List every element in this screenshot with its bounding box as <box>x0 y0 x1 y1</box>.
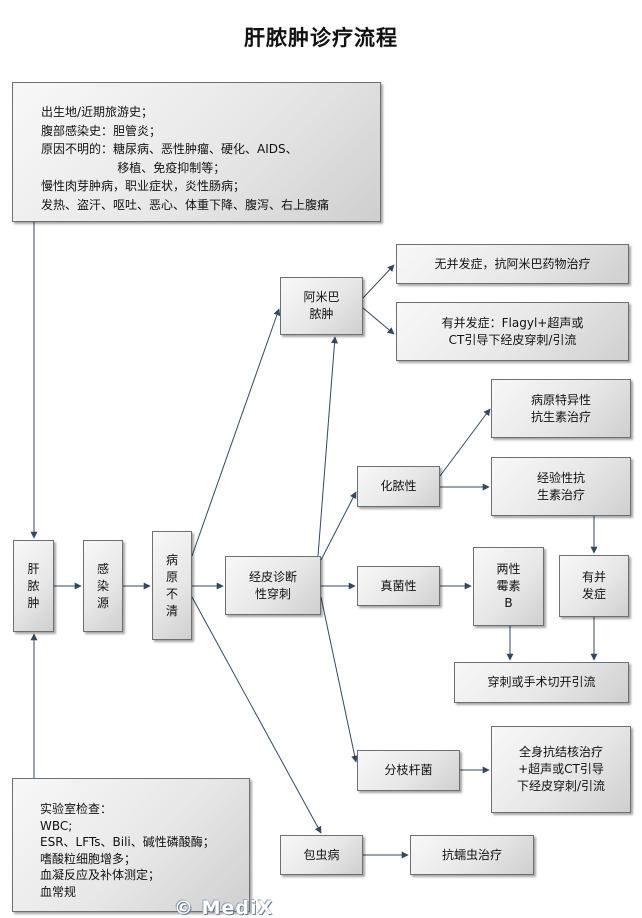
no-complication-node: 无并发症，抗阿米巴药物治疗 <box>396 244 629 284</box>
mycobacteria-node: 分枝杆菌 <box>357 750 460 791</box>
edge-percutaneous-to-myco <box>320 596 359 763</box>
anti-helminth-node: 抗蠕虫治疗 <box>410 835 534 875</box>
amphotericin-b-label: 两性 霉素 B <box>496 562 521 610</box>
edge-amoebic-to-withcomp <box>362 307 395 335</box>
pyogenic-label: 化脓性 <box>380 479 417 493</box>
edge-unknown-to-hydatid <box>191 596 322 834</box>
infection-source-label: 感 染 源 <box>96 561 109 610</box>
edge-unknown-to-amoebic <box>191 308 281 557</box>
liver-abscess-label: 肝 脓 肿 <box>27 561 40 610</box>
anti-tuberculosis-label: 全身抗结核治疗 +超声或CT引导 下经皮穿刺/引流 <box>516 745 606 793</box>
empirical-antibiotics-label: 经验性抗 生素治疗 <box>536 470 585 502</box>
history-info-text: 出生地/近期旅游史； 腹部感染史：胆管炎； 原因不明的：糖尿病、恶性肿瘤、硬化、… <box>41 105 330 212</box>
liver-abscess-node: 肝 脓 肿 <box>13 540 54 632</box>
drainage-node: 穿刺或手术切开引流 <box>454 662 629 703</box>
unknown-cause-label: 病 原 不 清 <box>165 552 178 618</box>
fungal-node: 真菌性 <box>357 566 440 606</box>
with-complication-node: 有并发症：Flagyl+超声或 CT引导下经皮穿刺/引流 <box>396 302 629 361</box>
no-complication-label: 无并发症，抗阿米巴药物治疗 <box>434 256 591 271</box>
amphotericin-b-node: 两性 霉素 B <box>473 547 544 626</box>
empirical-antibiotics-node: 经验性抗 生素治疗 <box>491 457 631 516</box>
edge-pyogenic-to-pathogen <box>439 408 491 477</box>
lab-tests-box: 实验室检查： WBC; ESR、LFTs、Bili、碱性磷酸酶； 嗜酸粒细胞增多… <box>12 778 250 912</box>
with-complication-label: 有并发症：Flagyl+超声或 CT引导下经皮穿刺/引流 <box>441 315 584 347</box>
amoebic-abscess-node: 阿米巴 脓肿 <box>280 277 363 335</box>
history-info-box: 出生地/近期旅游史； 腹部感染史：胆管炎； 原因不明的：糖尿病、恶性肿瘤、硬化、… <box>12 82 381 222</box>
mycobacteria-label: 分枝杆菌 <box>384 763 433 777</box>
infection-source-node: 感 染 源 <box>83 540 123 632</box>
edge-percutaneous-to-pyogenic <box>320 491 357 561</box>
diagram-title: 肝脓肿诊疗流程 <box>244 26 398 50</box>
drainage-label: 穿刺或手术切开引流 <box>487 675 596 689</box>
watermark-logo: © MediX <box>174 897 274 918</box>
anti-helminth-label: 抗蠕虫治疗 <box>441 847 502 862</box>
unknown-cause-node: 病 原 不 清 <box>152 531 192 640</box>
amoebic-abscess-label: 阿米巴 脓肿 <box>303 290 340 321</box>
pyogenic-node: 化脓性 <box>357 466 440 507</box>
anti-tuberculosis-node: 全身抗结核治疗 +超声或CT引导 下经皮穿刺/引流 <box>491 726 631 813</box>
edge-percutaneous-to-amoebic <box>317 336 339 557</box>
fungal-label: 真菌性 <box>380 578 417 593</box>
edge-amoebic-to-nocomp <box>362 264 395 299</box>
percutaneous-puncture-label: 经皮诊断 性穿刺 <box>248 569 297 601</box>
pathogen-specific-antibiotics-node: 病原特异性 抗生素治疗 <box>491 379 631 438</box>
hydatid-node: 包虫病 <box>280 835 363 875</box>
complication-label: 有并 发症 <box>581 570 606 601</box>
hydatid-label: 包虫病 <box>303 847 340 862</box>
percutaneous-puncture-node: 经皮诊断 性穿刺 <box>225 556 321 615</box>
complication-node: 有并 发症 <box>559 555 629 617</box>
lab-tests-text: 实验室检查： WBC; ESR、LFTs、Bili、碱性磷酸酶； 嗜酸粒细胞增多… <box>40 802 215 899</box>
pathogen-specific-antibiotics-label: 病原特异性 抗生素治疗 <box>530 392 591 424</box>
